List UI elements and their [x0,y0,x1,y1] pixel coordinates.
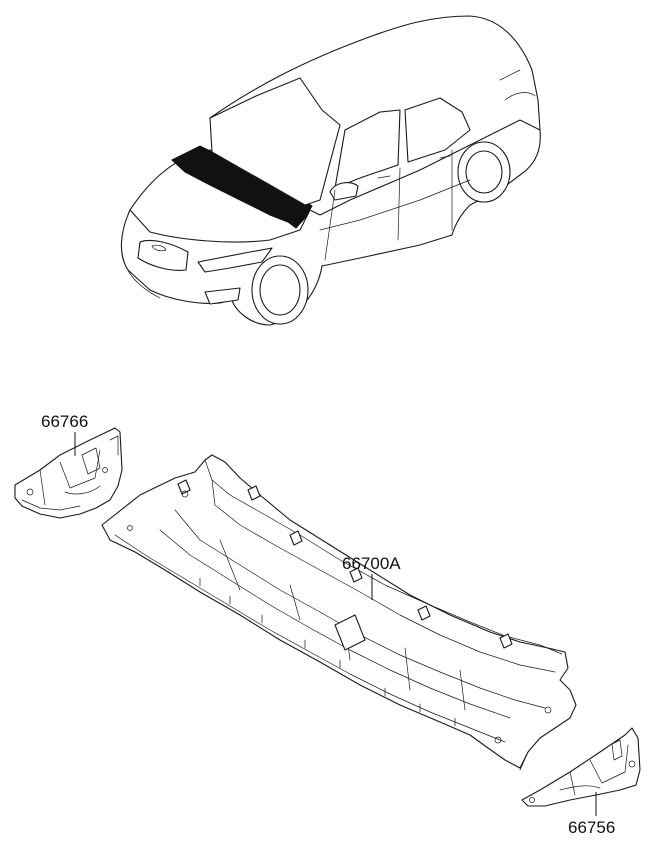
right-bracket-part [521,727,641,807]
callouts: 66766 66700A 66756 [41,412,615,837]
label-66766: 66766 [41,412,88,431]
label-66700A: 66700A [342,554,401,573]
left-bracket-part [14,427,123,519]
cowl-panel-part [101,454,577,771]
car-illustration [120,15,541,326]
label-66756: 66756 [568,818,615,837]
